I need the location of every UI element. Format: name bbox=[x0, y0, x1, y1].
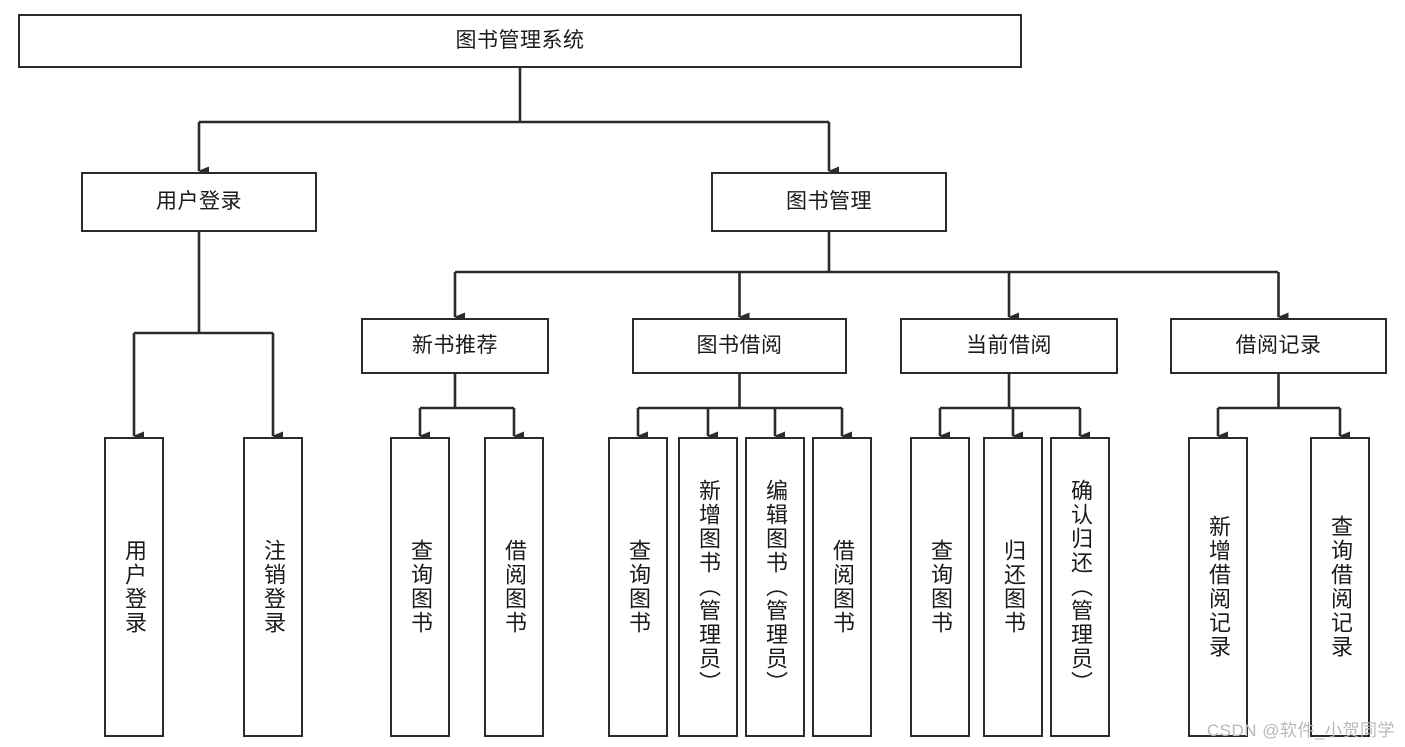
node-label-leaf-borrow-3: 编辑图书（管理员） bbox=[763, 479, 788, 695]
node-box-leaf-login-1[interactable]: 用户登录 bbox=[104, 437, 164, 737]
node-label-leaf-borrow-2: 新增图书（管理员） bbox=[696, 479, 721, 695]
node-label-current: 当前借阅 bbox=[966, 333, 1052, 357]
node-box-leaf-borrow-4[interactable]: 借阅图书 bbox=[812, 437, 872, 737]
node-box-root[interactable]: 图书管理系统 bbox=[18, 14, 1022, 68]
node-box-leaf-borrow-3[interactable]: 编辑图书（管理员） bbox=[745, 437, 805, 737]
node-box-leaf-new-2[interactable]: 借阅图书 bbox=[484, 437, 544, 737]
node-box-leaf-borrow-2[interactable]: 新增图书（管理员） bbox=[678, 437, 738, 737]
node-box-leaf-cur-2[interactable]: 归还图书 bbox=[983, 437, 1043, 737]
node-label-leaf-cur-2: 归还图书 bbox=[1001, 539, 1026, 635]
node-box-leaf-borrow-1[interactable]: 查询图书 bbox=[608, 437, 668, 737]
node-box-login[interactable]: 用户登录 bbox=[81, 172, 317, 232]
node-box-leaf-cur-1[interactable]: 查询图书 bbox=[910, 437, 970, 737]
node-label-borrow: 图书借阅 bbox=[696, 333, 783, 357]
node-box-leaf-rec-1[interactable]: 新增借阅记录 bbox=[1188, 437, 1248, 737]
node-box-leaf-cur-3[interactable]: 确认归还（管理员） bbox=[1050, 437, 1110, 737]
node-label-leaf-rec-1: 新增借阅记录 bbox=[1206, 515, 1231, 659]
node-label-leaf-cur-1: 查询图书 bbox=[928, 539, 953, 635]
node-box-bookmgmt[interactable]: 图书管理 bbox=[711, 172, 947, 232]
node-box-current[interactable]: 当前借阅 bbox=[900, 318, 1118, 374]
node-box-records[interactable]: 借阅记录 bbox=[1170, 318, 1387, 374]
node-label-login: 用户登录 bbox=[156, 189, 242, 213]
node-label-leaf-borrow-1: 查询图书 bbox=[626, 539, 651, 635]
node-label-leaf-rec-2: 查询借阅记录 bbox=[1328, 515, 1353, 659]
node-label-leaf-login-1: 用户登录 bbox=[122, 539, 147, 635]
node-box-leaf-rec-2[interactable]: 查询借阅记录 bbox=[1310, 437, 1370, 737]
node-label-leaf-new-1: 查询图书 bbox=[408, 539, 433, 635]
node-label-leaf-new-2: 借阅图书 bbox=[502, 539, 527, 635]
node-box-newbook[interactable]: 新书推荐 bbox=[361, 318, 549, 374]
node-label-leaf-login-2: 注销登录 bbox=[261, 539, 286, 635]
node-label-newbook: 新书推荐 bbox=[412, 333, 498, 357]
connector-layer bbox=[132, 68, 1350, 441]
node-label-bookmgmt: 图书管理 bbox=[786, 189, 872, 213]
node-box-leaf-new-1[interactable]: 查询图书 bbox=[390, 437, 450, 737]
node-box-leaf-login-2[interactable]: 注销登录 bbox=[243, 437, 303, 737]
node-label-root: 图书管理系统 bbox=[455, 28, 585, 52]
node-label-records: 借阅记录 bbox=[1235, 333, 1322, 357]
node-label-leaf-cur-3: 确认归还（管理员） bbox=[1068, 479, 1093, 695]
node-box-borrow[interactable]: 图书借阅 bbox=[632, 318, 847, 374]
node-label-leaf-borrow-4: 借阅图书 bbox=[830, 539, 855, 635]
